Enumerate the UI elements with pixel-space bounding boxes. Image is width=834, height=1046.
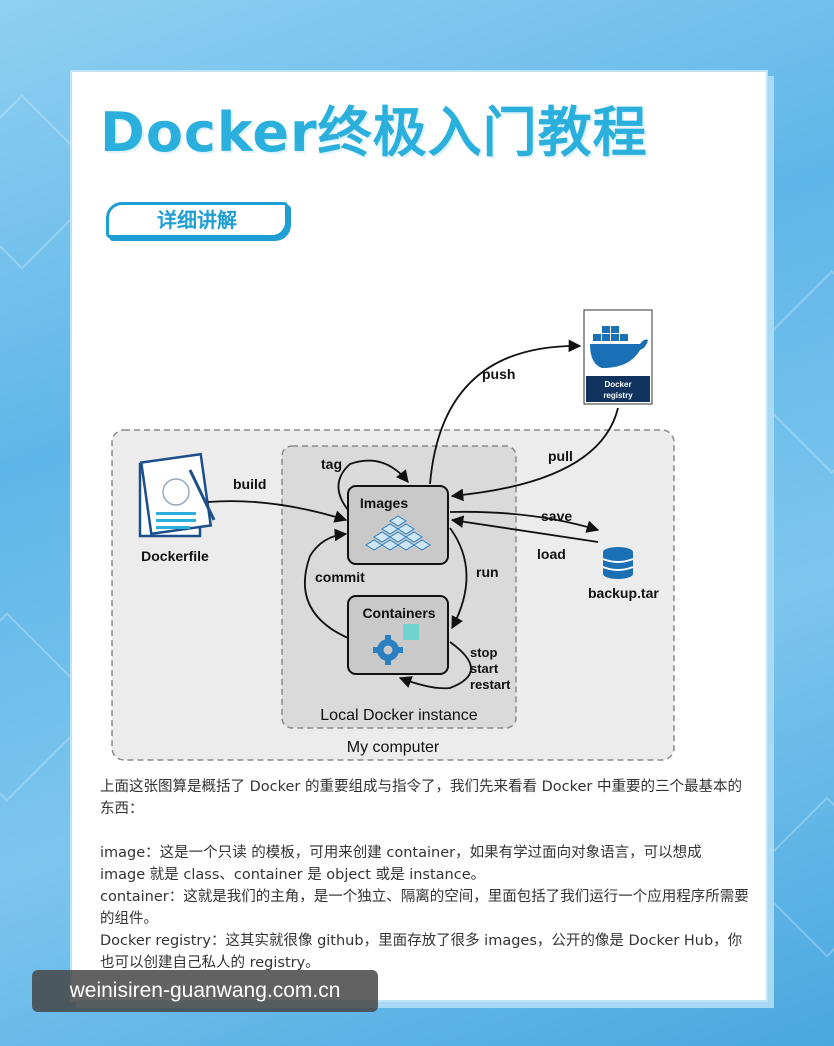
pull-label: pull	[548, 448, 573, 464]
stop-label: stop	[470, 645, 498, 660]
images-node-label: Images	[360, 495, 408, 511]
description-registry: Docker registry：这其实就很像 github，里面存放了很多 im…	[100, 933, 743, 971]
containers-node	[347, 595, 449, 675]
backup-label: backup.tar	[588, 585, 659, 601]
my-computer-label: My computer	[347, 739, 440, 756]
lifecycle-arrow	[398, 641, 472, 690]
description-container: container：这就是我们的主角，是一个独立、隔离的空间，里面包括了我们运行…	[100, 889, 749, 927]
container-cube-icon	[403, 624, 419, 640]
poster-card: Docker终极入门教程 详细讲解 My computer Local Dock…	[70, 70, 768, 1002]
pull-arrow	[450, 407, 619, 502]
local-docker-label: Local Docker instance	[320, 707, 478, 724]
registry-label-line1: Docker	[604, 380, 631, 389]
description-intro: 上面这张图算是概括了 Docker 的重要组成与指令了，我们先来看看 Docke…	[100, 779, 742, 817]
docker-architecture-diagram: My computer Local Docker instance Images…	[111, 309, 675, 761]
containers-node-label: Containers	[362, 605, 435, 621]
build-label: build	[233, 476, 266, 492]
load-label: load	[537, 546, 566, 562]
load-arrow	[450, 515, 599, 543]
save-label: save	[541, 508, 572, 524]
run-arrow	[449, 527, 468, 630]
build-arrow	[207, 500, 348, 523]
commit-label: commit	[315, 569, 365, 585]
image-stack-icon	[365, 515, 431, 551]
start-label: start	[470, 661, 499, 676]
registry-label-line2: registry	[603, 391, 633, 400]
database-icon	[602, 547, 634, 579]
save-arrow	[449, 510, 600, 533]
tag-arrow	[337, 459, 409, 511]
push-label: push	[482, 366, 515, 382]
registry-label-bar	[586, 376, 650, 402]
section-badge: 详细讲解	[106, 202, 288, 238]
dockerfile-label: Dockerfile	[141, 548, 209, 564]
restart-label: restart	[470, 677, 511, 692]
tag-label: tag	[321, 456, 342, 472]
docker-whale-icon	[590, 326, 648, 368]
gear-icon	[373, 635, 403, 665]
page-title: Docker终极入门教程	[100, 101, 648, 164]
push-arrow	[429, 339, 582, 485]
description-image: image：这是一个只读 的模板，可用来创建 container，如果有学过面向…	[100, 845, 702, 883]
description-block: 上面这张图算是概括了 Docker 的重要组成与指令了，我们先来看看 Docke…	[100, 776, 750, 974]
run-label: run	[476, 564, 499, 580]
commit-arrow	[303, 528, 349, 639]
dockerfile-icon	[138, 452, 216, 538]
watermark: weinisiren-guanwang.com.cn	[32, 970, 378, 1012]
